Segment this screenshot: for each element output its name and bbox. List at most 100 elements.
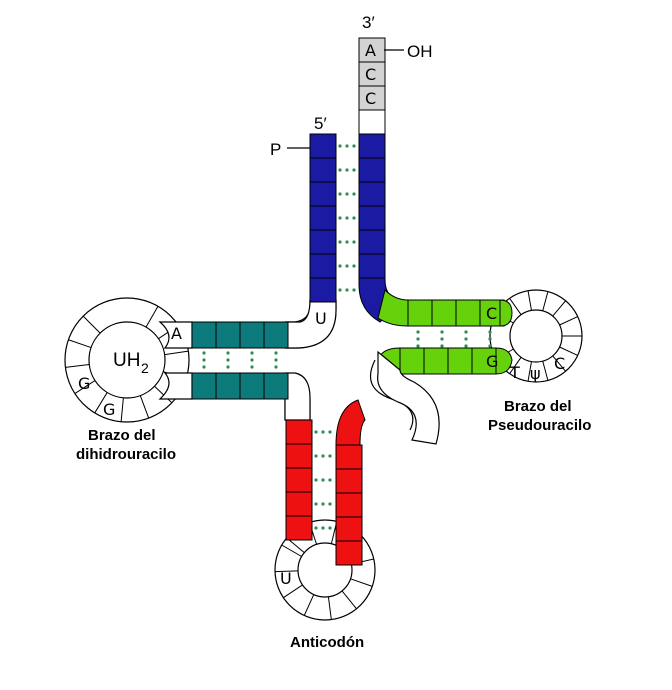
acceptor-3prime-cell <box>358 181 386 207</box>
base-pair-dot <box>328 430 332 434</box>
t-arm-wiggle <box>377 350 440 445</box>
base-pair-dots <box>202 144 492 530</box>
acceptor-3prime-cell <box>358 133 386 159</box>
base-pair-dot <box>464 344 468 348</box>
anticodon-caption: Anticodón <box>290 634 364 651</box>
base-pair-dot <box>274 365 278 369</box>
d-stem-bottom-cell <box>191 372 217 400</box>
base-pair-dot <box>226 358 230 362</box>
base-pair-dot <box>226 351 230 355</box>
base-pair-dot <box>328 526 332 530</box>
acceptor-5prime-cell <box>309 133 337 159</box>
t-stem-bottom-cell <box>471 347 497 375</box>
base-pair-dot <box>488 337 492 341</box>
loop-spoke <box>275 570 299 573</box>
base-pair-dot <box>314 526 318 530</box>
anticodon-3prime-cell <box>335 540 363 566</box>
t-arm <box>489 289 583 383</box>
loop-spoke <box>94 392 108 414</box>
t-stem-top-cell <box>431 299 457 327</box>
base-pair-dot <box>321 478 325 482</box>
base-pair-dot <box>440 330 444 334</box>
acceptor-5prime-cell <box>309 229 337 255</box>
base-pair-dot <box>416 337 420 341</box>
base-pair-dot <box>338 192 342 196</box>
loop-spoke <box>509 357 522 374</box>
uh2-label: UH <box>113 350 140 371</box>
loop-spoke <box>139 395 150 419</box>
base-pair-dot <box>338 216 342 220</box>
base-pair-dot <box>338 288 342 292</box>
anticodon-5prime-cell <box>285 491 313 517</box>
base-pair-dot <box>345 264 349 268</box>
loop-spoke <box>281 544 302 557</box>
three-prime-label: 3′ <box>362 13 375 32</box>
cca-tail-cell <box>358 61 386 87</box>
t-loop-base-T: T <box>509 363 520 382</box>
acceptor-unpaired-cell <box>358 109 386 135</box>
base-pair-dot <box>440 337 444 341</box>
d-stem <box>191 321 289 400</box>
hydroxyl-label: OH <box>407 42 433 61</box>
base-pair-dot <box>488 344 492 348</box>
t-stem-top-cell <box>407 299 433 327</box>
anticodon-3prime-cell <box>335 516 363 542</box>
base-pair-dot <box>321 526 325 530</box>
acceptor-3prime-cell <box>358 205 386 231</box>
base-pair-dot <box>250 365 254 369</box>
five-prime-label: 5′ <box>314 114 327 133</box>
anticodon-5prime-cell <box>285 515 313 541</box>
base-pair-dot <box>274 351 278 355</box>
d-stem-top-cell <box>215 321 241 349</box>
loop-spoke <box>350 578 373 587</box>
d-stem-top-cell <box>263 321 289 349</box>
base-pair-dot <box>250 351 254 355</box>
base-pair-dot <box>440 344 444 348</box>
loop-spoke <box>559 346 578 356</box>
loop-spoke <box>145 306 159 328</box>
loop-spoke <box>154 385 173 404</box>
loop-spoke <box>74 380 96 394</box>
d-arm-connectors <box>158 299 337 421</box>
junction-base-U: U <box>315 309 327 328</box>
loop-spoke <box>527 290 532 311</box>
loop-spoke <box>327 596 332 620</box>
t-arm-caption-line2: Pseudouracilo <box>488 417 591 434</box>
t-stem-base-G: G <box>486 352 498 371</box>
t-stem-top-cell <box>455 299 481 327</box>
acceptor-5prime-cell <box>309 205 337 231</box>
base-pair-dot <box>352 168 356 172</box>
anticodon-3prime-cell <box>335 468 363 494</box>
acceptor-5prime-cell <box>309 181 337 207</box>
base-pair-dot <box>352 192 356 196</box>
base-pair-dot <box>338 144 342 148</box>
base-pair-dot <box>416 344 420 348</box>
base-pair-dot <box>314 478 318 482</box>
base-pair-dot <box>338 168 342 172</box>
base-pair-dot <box>321 430 325 434</box>
base-pair-dot <box>314 502 318 506</box>
base-pair-dot <box>321 454 325 458</box>
base-pair-dot <box>328 478 332 482</box>
anticodon-top-curve <box>335 399 366 446</box>
loop-spoke <box>164 350 189 356</box>
loop-spoke <box>559 316 578 326</box>
d-stem-bottom-cell <box>239 372 265 400</box>
t-stem <box>377 289 513 375</box>
base-pair-dot <box>202 358 206 362</box>
loop-spoke <box>509 298 522 315</box>
anticodon-base-U: U <box>280 569 292 588</box>
base-pair-dot <box>328 502 332 506</box>
d-stem-bottom-cell <box>263 372 289 400</box>
base-pair-dot <box>345 144 349 148</box>
base-pair-dot <box>352 264 356 268</box>
cca-tail-cell <box>358 85 386 111</box>
base-pair-dot <box>352 240 356 244</box>
acceptor-5prime-cell <box>309 157 337 183</box>
base-pair-dot <box>488 330 492 334</box>
base-pair-dot <box>345 192 349 196</box>
base-pair-dot <box>274 358 278 362</box>
anticodon-3prime-cell <box>335 492 363 518</box>
t-loop-base-psi: ψ <box>530 364 541 383</box>
cca-tail-C1: C <box>365 65 376 84</box>
